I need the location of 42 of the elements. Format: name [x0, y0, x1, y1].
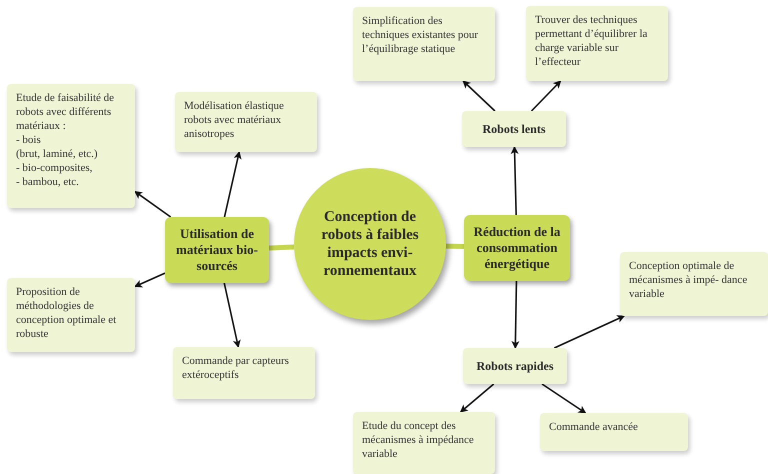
node-text: Etude de faisabilité de robots avec différents matériaux : — [16, 91, 116, 133]
connector-arrow — [134, 272, 166, 288]
node-text: Commande par capteurs extéroceptifs — [182, 354, 290, 382]
topic-box — [165, 217, 269, 283]
note-box — [620, 252, 768, 316]
connector-arrow — [134, 190, 172, 218]
note-box — [7, 278, 135, 352]
note-box — [175, 92, 317, 152]
node-text: Simplification des techniques existantes pour l’équilibrage statique — [362, 14, 480, 56]
connector-arrow — [224, 151, 242, 218]
node-text: Etude du concept des mécanismes à impédance variable — [362, 419, 475, 461]
note-box — [353, 7, 495, 81]
topic-box — [464, 215, 570, 281]
connector-arrow — [542, 383, 586, 414]
note-box — [173, 347, 315, 399]
note-box — [353, 412, 495, 474]
node-text: - bois — [16, 133, 41, 147]
note-box — [526, 6, 668, 81]
node-text: (brut, laminé, etc.) — [16, 147, 98, 161]
node-text: Réduction de la consommation énergétique — [472, 224, 562, 272]
connector-arrow — [510, 146, 519, 216]
connector-arrow — [530, 80, 562, 112]
node-text: Modélisation élastique robots avec matériaux anisotropes — [184, 99, 285, 141]
note-box — [540, 413, 688, 451]
node-text: Commande avancée — [549, 420, 638, 434]
subtopic-box — [462, 111, 566, 147]
node-text: - bambou, etc. — [16, 175, 79, 189]
subtopic-box — [463, 348, 567, 384]
connector-arrow — [460, 383, 494, 413]
connector-arrow — [462, 80, 496, 112]
note-box — [7, 84, 135, 208]
connector-arrow — [511, 280, 520, 349]
node-text: Utilisation de matériaux bio-sourcés — [175, 226, 259, 274]
node-text: Robots lents — [482, 121, 546, 138]
node-text: - bio-composites, — [16, 161, 92, 175]
node-text: Trouver des techniques permettant d’équilibrer la charge variable sur l’effecteur — [535, 13, 648, 69]
node-text: Robots rapides — [476, 358, 554, 375]
node-text: Proposition de méthodologies de conception optimale et robuste — [16, 285, 118, 341]
node-text: Conception de robots à faibles impacts envi- ronnementaux — [320, 208, 420, 280]
connector-arrow — [223, 282, 241, 348]
connector-arrow — [554, 315, 626, 349]
node-text: Conception optimale de mécanismes à impé- dance variable — [629, 259, 748, 301]
